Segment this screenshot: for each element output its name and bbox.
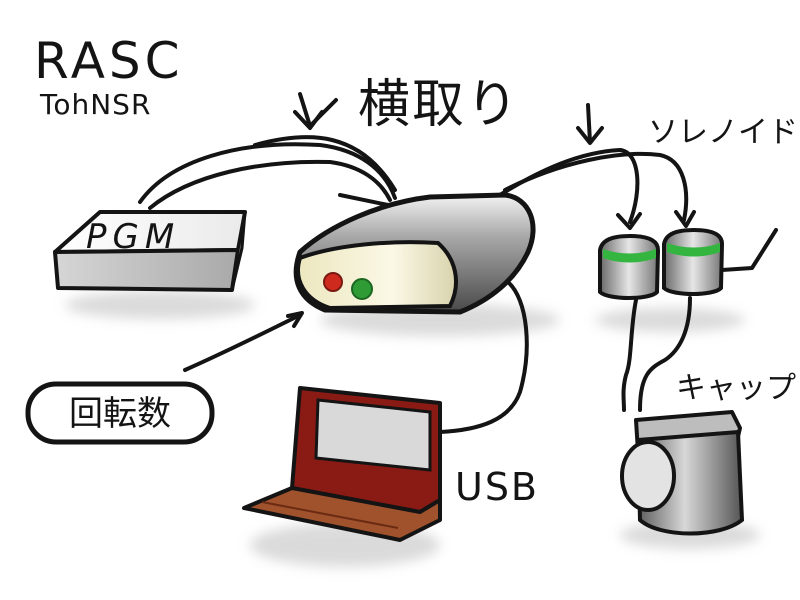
laptop-screen	[314, 398, 432, 472]
wire-rpm	[183, 313, 302, 372]
pgm-label: PGM	[86, 217, 180, 257]
arrow-solenoid-right	[674, 210, 696, 228]
arrow-yokodori-right	[586, 103, 592, 144]
wire-solenoid-cap-1	[621, 298, 638, 412]
solenoid-left	[598, 233, 661, 300]
wire-pgm-rasc-2	[148, 159, 392, 210]
rpm-label: 回転数	[25, 381, 215, 445]
cap-knob	[620, 440, 676, 512]
solenoid-left-band	[603, 249, 656, 263]
subtitle-tohnsr: TohNSR	[39, 88, 151, 121]
rpm-label-frame	[25, 381, 215, 445]
wire-usb	[438, 280, 529, 434]
green-led-icon	[351, 278, 373, 300]
rasc-device	[293, 192, 536, 315]
solenoid-lever	[720, 228, 778, 272]
red-led-icon	[323, 272, 343, 292]
wire-tap	[253, 135, 397, 192]
title-rasc: RASC	[34, 32, 184, 90]
wire-solenoid-cap-2	[638, 296, 692, 412]
solenoid-right-band	[667, 243, 720, 257]
solenoid-right-body	[662, 227, 725, 296]
solenoid-right	[662, 227, 725, 296]
rpm-label-text: 回転数	[69, 394, 171, 434]
pgm-box-side	[230, 211, 247, 291]
wire-pgm-rasc-1	[138, 142, 397, 204]
wires	[138, 92, 696, 434]
cap-label: キャップ	[676, 371, 796, 406]
yokodori-label: 横取り	[358, 75, 520, 135]
arrow-solenoid-left	[616, 212, 642, 230]
solenoid-label: ソレノイド	[648, 115, 798, 150]
usb-label: USB	[455, 465, 539, 509]
arrow-rpm	[286, 311, 304, 328]
wire-rasc-solenoid-2	[503, 151, 689, 222]
cap	[620, 410, 745, 536]
solenoid-left-body	[598, 233, 661, 300]
laptop	[242, 386, 442, 542]
rasc-device-face	[296, 240, 458, 311]
pgm-box: PGM	[53, 210, 247, 292]
